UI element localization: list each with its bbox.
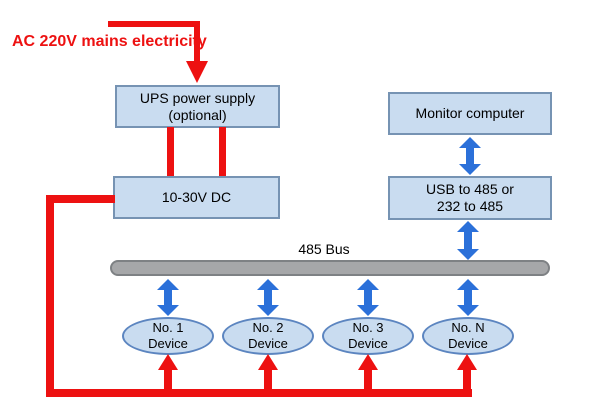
converter-label-line2: 232 to 485	[436, 198, 504, 214]
device-2-node: No. 2 Device	[222, 317, 314, 355]
device-label-line1: No. 1	[152, 320, 184, 335]
arrow-shaft	[464, 230, 472, 251]
device-label-line2: Device	[348, 336, 388, 351]
arrow-shaft	[364, 288, 372, 307]
arrowhead-up-icon	[258, 354, 278, 370]
power-arrow-device3-icon	[358, 354, 378, 391]
converter-label-line1: USB to 485 or	[426, 181, 514, 197]
ups-label-line1: UPS power supply	[139, 89, 256, 106]
arrow-up-icon	[457, 221, 479, 232]
arrow-down-icon	[157, 305, 179, 316]
ups-dc-link-right	[219, 127, 226, 177]
bus-device3-arrow-icon	[357, 279, 379, 316]
mains-line-vertical	[194, 21, 200, 62]
arrow-down-icon	[357, 305, 379, 316]
device-label-line2: Device	[248, 336, 288, 351]
485-bus-bar	[110, 260, 550, 276]
arrow-shaft	[264, 288, 272, 307]
arrow-down-icon	[457, 305, 479, 316]
dc-feed-line-horizontal	[49, 195, 115, 203]
power-rail-bottom-horizontal	[46, 389, 472, 397]
arrow-up-icon	[157, 279, 179, 290]
mains-electricity-label: AC 220V mains electricity	[12, 33, 207, 50]
dc-label: 10-30V DC	[161, 189, 232, 205]
monitor-converter-arrow-icon	[459, 137, 481, 175]
power-rail-left-vertical	[46, 195, 54, 397]
arrow-shaft	[164, 288, 172, 307]
device-label-line1: No. 2	[252, 320, 284, 335]
device-1-node: No. 1 Device	[122, 317, 214, 355]
arrow-shaft	[466, 146, 474, 166]
device-label-line1: No. N	[451, 320, 485, 335]
arrow-shaft	[164, 368, 172, 391]
bus-deviceN-arrow-icon	[457, 279, 479, 316]
arrow-up-icon	[257, 279, 279, 290]
bus-device2-arrow-icon	[257, 279, 279, 316]
ups-power-supply-box: UPS power supply (optional)	[115, 85, 280, 128]
power-arrow-device1-icon	[158, 354, 178, 391]
usb-485-converter-box: USB to 485 or 232 to 485	[388, 176, 552, 220]
monitor-label: Monitor computer	[415, 105, 525, 121]
arrowhead-up-icon	[358, 354, 378, 370]
arrow-down-icon	[257, 305, 279, 316]
arrow-up-icon	[457, 279, 479, 290]
arrow-up-icon	[357, 279, 379, 290]
device-3-node: No. 3 Device	[322, 317, 414, 355]
bus-device1-arrow-icon	[157, 279, 179, 316]
bus-label: 485 Bus	[298, 241, 350, 257]
device-N-node: No. N Device	[422, 317, 514, 355]
power-arrow-deviceN-icon	[457, 354, 477, 391]
mains-line-horizontal	[108, 21, 200, 27]
mains-arrowhead-down-icon	[186, 61, 208, 83]
device-label-line2: Device	[148, 336, 188, 351]
ups-dc-link-left	[167, 127, 174, 177]
arrow-shaft	[464, 288, 472, 307]
arrow-down-icon	[457, 249, 479, 260]
arrow-up-icon	[459, 137, 481, 148]
arrow-shaft	[364, 368, 372, 391]
arrowhead-up-icon	[158, 354, 178, 370]
dc-power-box: 10-30V DC	[113, 176, 280, 219]
ups-label-line2: (optional)	[168, 106, 227, 123]
power-arrow-device2-icon	[258, 354, 278, 391]
device-label-line2: Device	[448, 336, 488, 351]
arrow-shaft	[463, 368, 471, 391]
arrowhead-up-icon	[457, 354, 477, 370]
converter-bus-arrow-icon	[457, 221, 479, 260]
arrow-down-icon	[459, 164, 481, 175]
device-label-line1: No. 3	[352, 320, 384, 335]
arrow-shaft	[264, 368, 272, 391]
monitor-computer-box: Monitor computer	[388, 92, 552, 135]
